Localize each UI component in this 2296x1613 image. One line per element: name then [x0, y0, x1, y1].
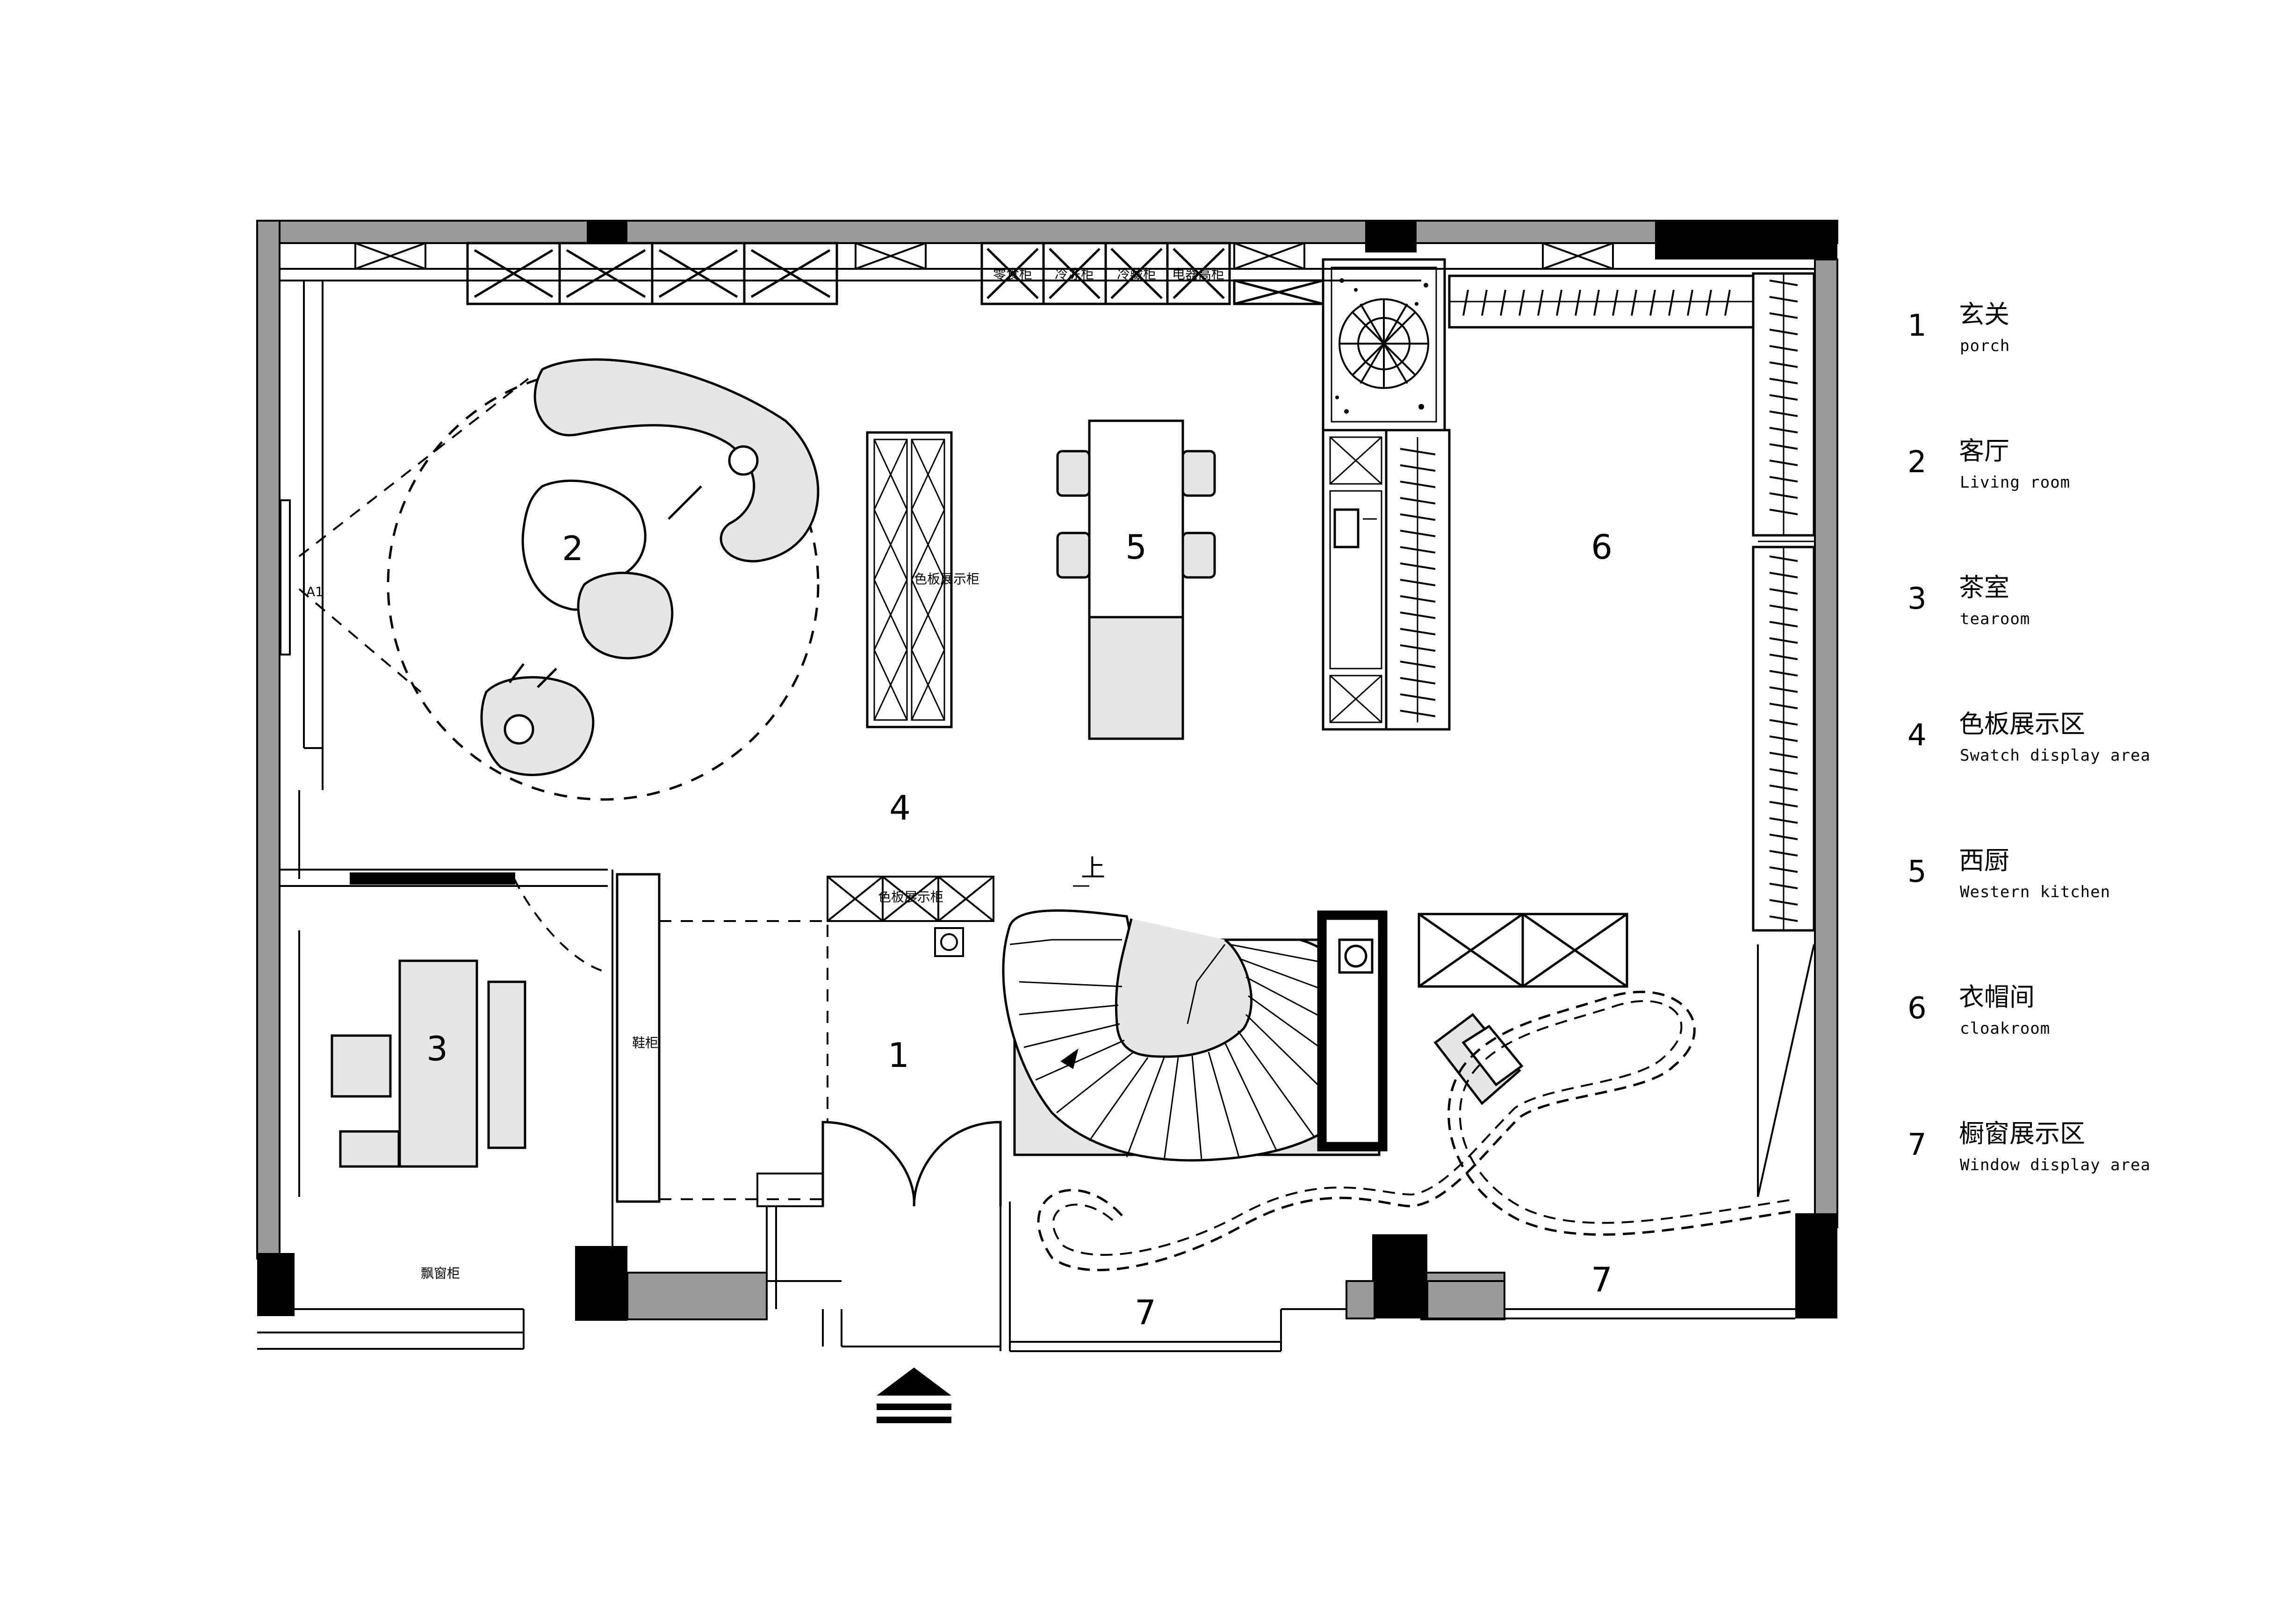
center-wardrobe [1322, 429, 1451, 731]
right-wardrobe-hangers [1769, 280, 1798, 922]
center-wardrobe-hangers [1400, 448, 1436, 717]
plan-num-3: 3 [426, 1029, 448, 1068]
plan-num-1: 1 [888, 1036, 909, 1075]
fridge-cabinets [980, 242, 1324, 305]
legend-cn: 客厅 [1959, 436, 2009, 466]
legend-num: 3 [1907, 582, 1927, 616]
label-swatch-cabinet: 色板展示柜 [914, 571, 979, 587]
tearoom-furniture [331, 959, 526, 1168]
legend-cn: 玄关 [1959, 300, 2009, 329]
legend-en: Living room [1960, 473, 2071, 492]
legend-num: 7 [1907, 1128, 1927, 1162]
swatch-display-cabinet [866, 431, 953, 728]
legend-cn: 色板展示区 [1959, 709, 2085, 739]
top-windows [354, 242, 1614, 270]
tv-wall [280, 378, 529, 693]
label-tv-tag: A1 [306, 584, 324, 599]
legend-num: 5 [1907, 855, 1927, 889]
legend-num: 6 [1907, 991, 1927, 1026]
label-fridge-2: 冷冻柜 [1055, 266, 1094, 282]
label-fridge-3: 冷藏柜 [1117, 266, 1156, 282]
right-wardrobes [1752, 272, 1815, 932]
interior-wall-lines [257, 268, 1815, 1352]
label-fridge-4: 电器高柜 [1172, 266, 1224, 282]
legend-cn: 衣帽间 [1959, 982, 2035, 1012]
legend-en: Western kitchen [1960, 883, 2111, 901]
plan-num-5: 5 [1125, 527, 1147, 567]
window-display-cabinet [1418, 913, 1628, 988]
label-shoe-cabinet: 鞋柜 [632, 1035, 658, 1051]
spiral-stair [1002, 909, 1388, 1162]
tearoom-door [350, 872, 608, 973]
label-stair-up: 上 [1081, 855, 1105, 883]
legend-en: tearoom [1960, 610, 2030, 628]
entry-zone [659, 876, 1002, 1207]
legend-item-tearoom: 3 茶室 tearoom [1907, 563, 2272, 699]
legend-item-swatch-display: 4 色板展示区 Swatch display area [1907, 699, 2272, 836]
legend-item-western-kitchen: 5 西厨 Western kitchen [1907, 836, 2272, 972]
serpentine-display [1037, 991, 1796, 1271]
cloak-top-rail [1448, 274, 1755, 329]
plan-num-7b: 7 [1591, 1260, 1612, 1299]
legend-num: 1 [1907, 309, 1927, 343]
legend-item-cloakroom: 6 衣帽间 cloakroom [1907, 972, 2272, 1109]
plan-num-6: 6 [1591, 527, 1612, 567]
legend-item-living-room: 2 客厅 Living room [1907, 426, 2272, 563]
legend-cn: 茶室 [1959, 573, 2009, 602]
kitchen-island [1056, 419, 1216, 740]
label-fridge-1: 零食柜 [993, 266, 1032, 282]
sink-icon [1333, 508, 1360, 548]
legend-en: Window display area [1960, 1156, 2151, 1174]
plant-icon [1339, 298, 1429, 389]
legend-num: 4 [1907, 718, 1927, 753]
display-chair [1433, 1013, 1524, 1105]
legend-cn: 橱窗展示区 [1959, 1119, 2085, 1148]
legend-en: porch [1960, 337, 2010, 355]
legend-cn: 西厨 [1959, 846, 2009, 875]
legend-en: Swatch display area [1960, 746, 2151, 765]
plant-box [1322, 258, 1446, 432]
living-room-furniture [387, 358, 820, 801]
plan-num-2: 2 [562, 529, 583, 568]
stub-walls [1346, 1280, 1505, 1319]
legend-en: cloakroom [1960, 1019, 2051, 1038]
entrance-arrow-icon [877, 1368, 951, 1423]
legend-num: 2 [1907, 445, 1927, 480]
structural-columns [257, 221, 1837, 1321]
label-swatch-cabinet-small: 色板展示柜 [878, 889, 943, 905]
label-bay-window-cabinet: 飘窗柜 [421, 1266, 460, 1281]
shoe-cabinet [616, 873, 661, 1203]
legend-item-porch: 1 玄关 porch [1907, 290, 2272, 426]
plan-num-4: 4 [889, 788, 911, 828]
legend-item-window-display: 7 橱窗展示区 Window display area [1907, 1109, 2272, 1246]
top-cabinets-left [466, 242, 838, 305]
plan-num-7a: 7 [1135, 1293, 1156, 1332]
room-legend: 1 玄关 porch 2 客厅 Living room 3 茶室 tearoom… [1907, 290, 2272, 1246]
